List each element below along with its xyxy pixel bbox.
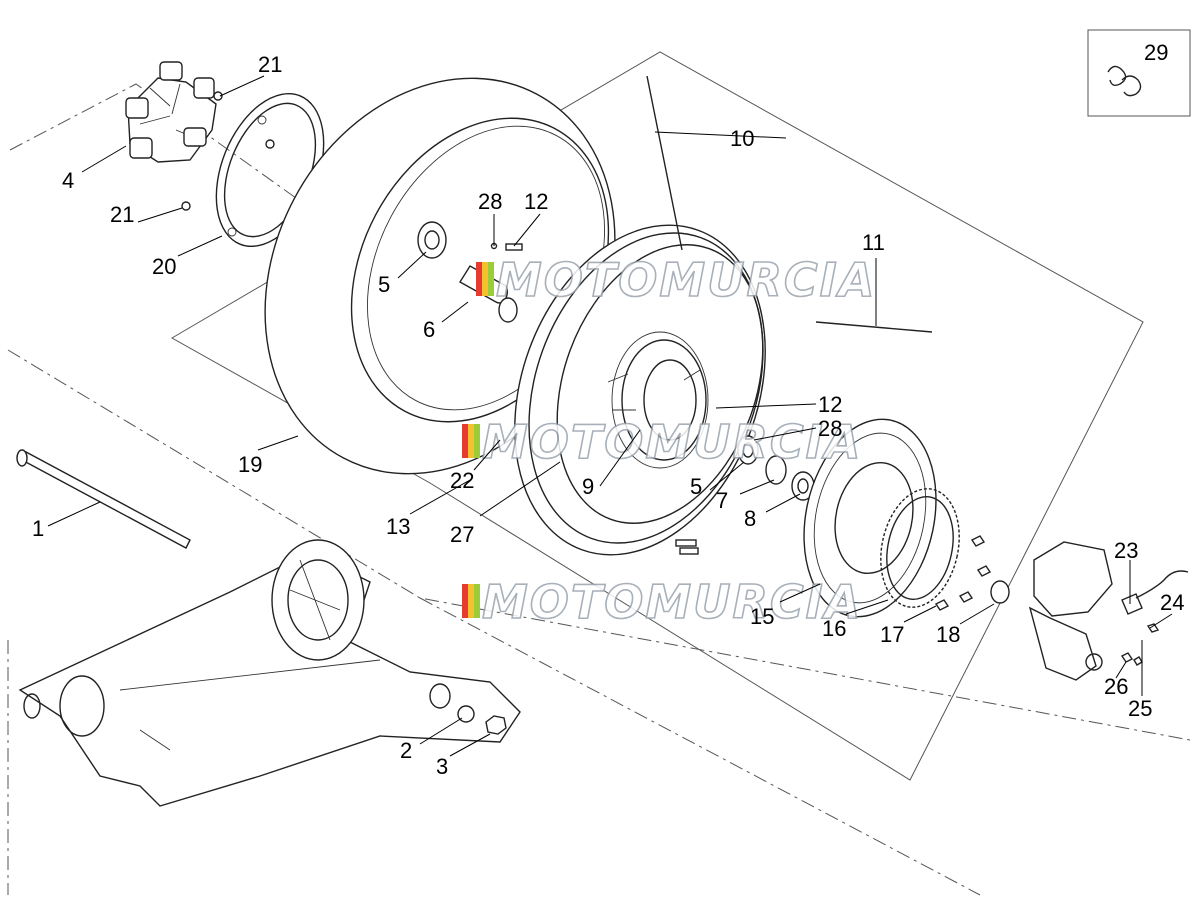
callout-13: 13 [386, 514, 410, 539]
callout-28-top: 28 [478, 189, 502, 214]
callout-10: 10 [730, 126, 754, 151]
callout-28-mid: 28 [818, 416, 842, 441]
disc-screws [934, 535, 992, 611]
callout-22: 22 [450, 468, 474, 493]
clip-box-frame [1087, 29, 1191, 117]
callout-2: 2 [400, 738, 412, 763]
callout-26: 26 [1104, 674, 1128, 699]
callout-3: 3 [436, 754, 448, 779]
rear-rim [514, 224, 766, 556]
svg-text:MOTOMURCIA: MOTOMURCIA [482, 415, 862, 469]
callout-19: 19 [238, 452, 262, 477]
drive-assembly-dashline [9, 83, 391, 266]
swingarm [18, 539, 521, 807]
callout-11: 11 [862, 230, 885, 255]
callout-20: 20 [152, 254, 176, 279]
axis-dashline [419, 597, 981, 896]
callout-17: 17 [880, 622, 904, 647]
callout-23: 23 [1114, 538, 1138, 563]
callout-18: 18 [936, 622, 960, 647]
callout-24: 24 [1160, 590, 1184, 615]
callout-8: 8 [744, 506, 756, 531]
callout-12-top: 12 [524, 189, 548, 214]
brake-caliper [1028, 541, 1113, 681]
callout-25: 25 [1128, 696, 1152, 721]
circlip [765, 455, 787, 485]
callout-27: 27 [450, 522, 474, 547]
callout-5-right: 5 [690, 474, 702, 499]
leader-lines [47, 75, 1173, 757]
caliper-bolts [1120, 623, 1160, 666]
hose-clip-icon [1107, 65, 1142, 97]
axle-nut [485, 715, 507, 735]
spoke-short [815, 321, 933, 333]
watermark-row-2: MOTOMURCIA [462, 414, 862, 470]
callout-1: 1 [32, 516, 44, 541]
watermark-row-1: MOTOMURCIA [476, 252, 876, 308]
callout-9: 9 [582, 474, 594, 499]
wheel-bearing-right [737, 435, 759, 465]
callout-15: 15 [750, 604, 774, 629]
screws-21 [181, 91, 275, 211]
svg-text:MOTOMURCIA: MOTOMURCIA [496, 253, 876, 307]
callout-5-left: 5 [378, 272, 390, 297]
callout-7: 7 [716, 488, 728, 513]
callout-4: 4 [62, 168, 74, 193]
svg-text:MOTOMURCIA: MOTOMURCIA [482, 575, 862, 629]
callout-29: 29 [1144, 40, 1168, 65]
washer [457, 705, 475, 723]
balance-weights [675, 539, 699, 555]
callout-12-mid: 12 [818, 392, 842, 417]
clip-detail-box [1087, 29, 1191, 117]
callout-16: 16 [822, 616, 846, 641]
callout-6: 6 [423, 317, 435, 342]
abs-tone-wheel [880, 488, 960, 608]
callout-labels: 1 2 3 4 5 5 6 7 8 9 10 11 12 12 13 15 16… [32, 40, 1184, 779]
cush-drive-rubber [125, 61, 217, 163]
callout-21-top: 21 [258, 52, 282, 77]
brake-disc [803, 418, 937, 618]
abs-sensor [1121, 570, 1189, 615]
spoke-long [646, 75, 683, 251]
watermark-row-3: MOTOMURCIA [462, 574, 862, 630]
caliper-spacer [990, 580, 1010, 604]
callout-21-bottom: 21 [110, 202, 134, 227]
wheel-axle [16, 449, 191, 549]
wheel-bearing-left [417, 221, 447, 259]
